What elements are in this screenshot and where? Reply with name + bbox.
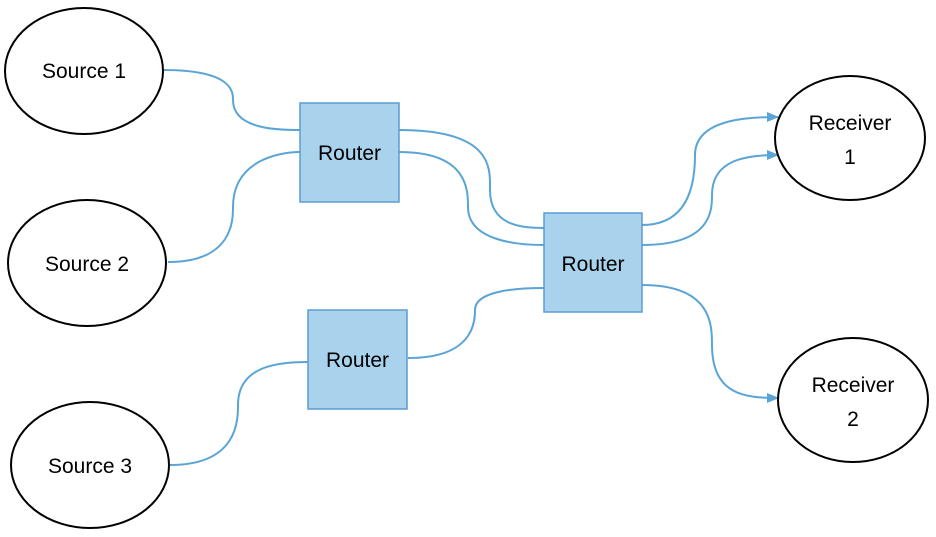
edge-source2-router-a [167,151,301,263]
receiver-1-label-line2: 1 [844,146,856,169]
edge-source1-router-a [162,69,301,131]
source-1-label: Source 1 [42,60,126,83]
edge-router-a-router-c-1 [398,129,545,229]
receiver-2-label-line1: Receiver [812,374,895,397]
receiver-1-label-line1: Receiver [809,112,892,135]
router-b-node: Router [307,309,408,410]
edge-router-c-receiver1-1 [641,112,779,226]
router-c-label: Router [561,253,624,276]
router-c-node: Router [543,212,643,313]
source-1-node: Source 1 [4,7,164,135]
edge-source3-router-b [169,361,309,466]
router-a-node: Router [299,102,400,203]
source-2-node: Source 2 [7,199,167,327]
receiver-1-node: Receiver 1 [774,75,926,201]
source-3-label: Source 3 [48,455,132,478]
edge-router-c-receiver2 [641,284,779,403]
router-c-box [543,212,643,313]
source-3-node: Source 3 [10,401,170,529]
router-a-label: Router [318,142,381,165]
edge-router-b-router-c [407,287,545,359]
edge-router-a-router-c-2 [398,151,545,246]
receiver-2-label-line2: 2 [847,408,859,431]
receiver-2-node: Receiver 2 [777,337,929,463]
receiver-2-ellipse [777,337,929,463]
router-b-label: Router [326,349,389,372]
source-2-label: Source 2 [45,253,129,276]
router-b-box [307,309,408,410]
source-1-ellipse [4,7,164,135]
source-3-ellipse [10,401,170,529]
edge-router-c-receiver1-2 [641,150,779,246]
router-a-box [299,102,400,203]
source-2-ellipse [7,199,167,327]
receiver-1-ellipse [774,75,926,201]
edges [162,69,779,466]
